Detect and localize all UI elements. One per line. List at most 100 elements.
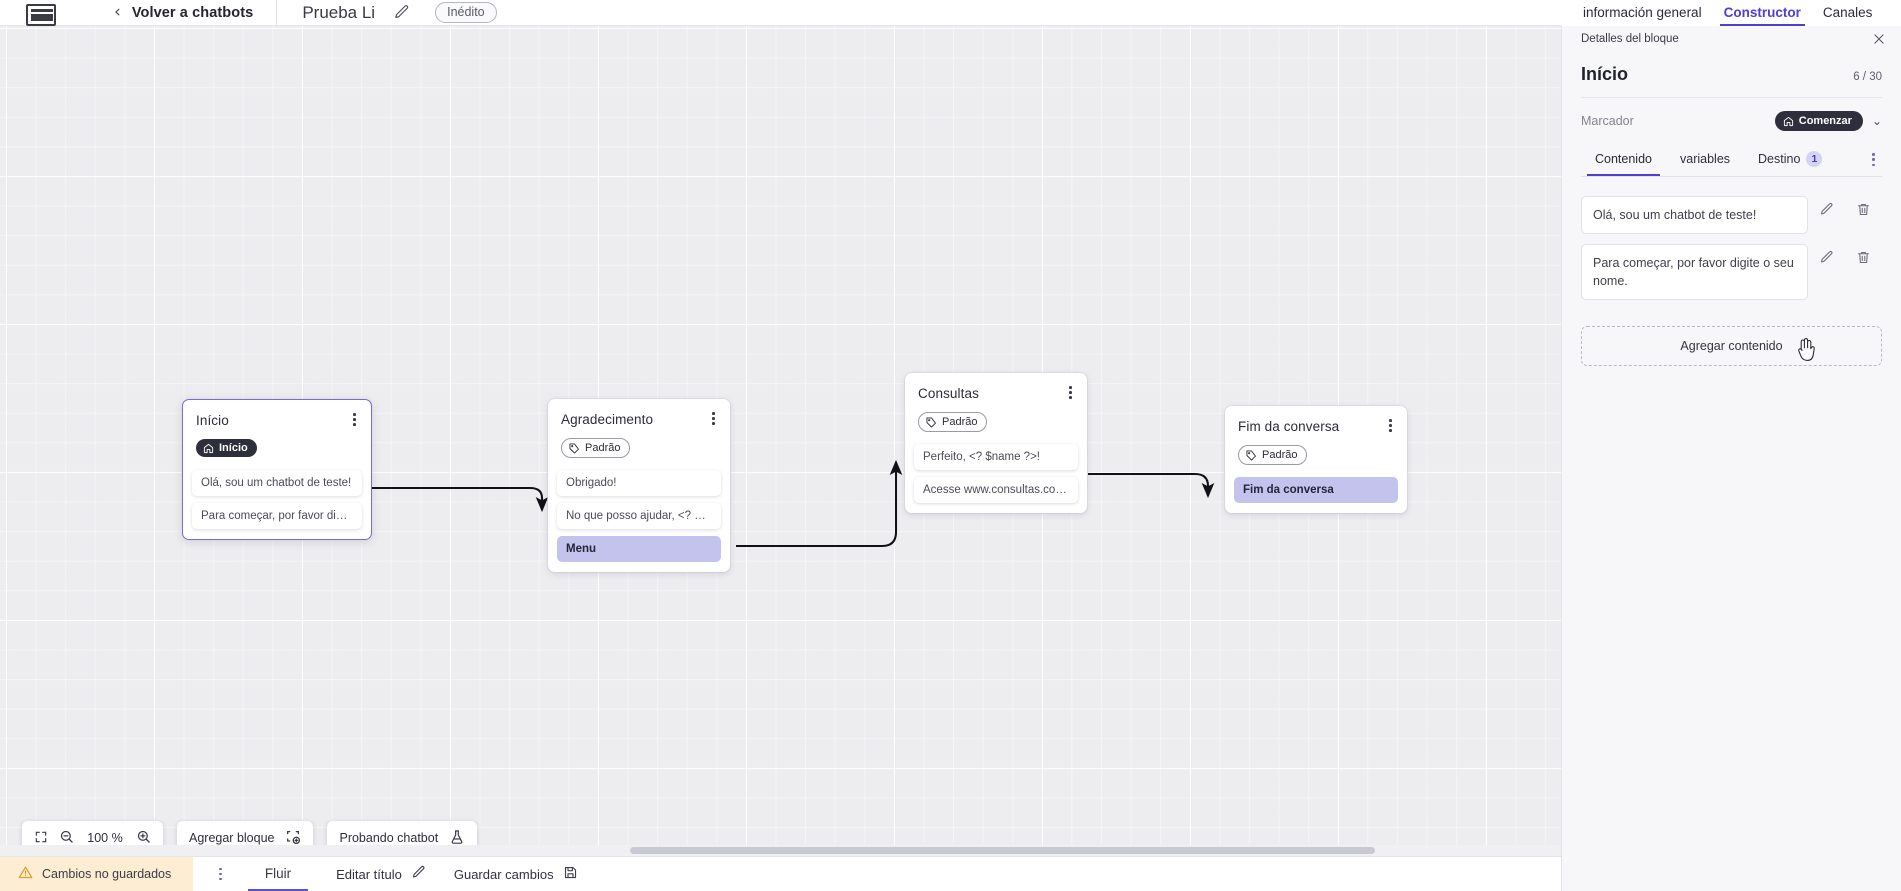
node-header: Consultas	[905, 373, 1087, 403]
tab-fluir[interactable]: Fluir	[247, 858, 309, 891]
canvas-hscroll-track[interactable]	[0, 845, 1561, 856]
node-tag-default: Padrão	[561, 438, 631, 458]
app-logo[interactable]	[24, 0, 58, 26]
content-item-actions	[1808, 196, 1882, 217]
home-icon	[1783, 116, 1793, 126]
panel-tabs-overflow-icon[interactable]	[1867, 150, 1880, 169]
block-name-row: Início 6 / 30	[1581, 52, 1882, 98]
delete-content-icon[interactable]	[1845, 202, 1882, 217]
node-messages: Olá, sou um chatbot de teste! Para começ…	[183, 469, 371, 539]
node-tag-label: Padrão	[1262, 449, 1298, 461]
zoom-out-icon[interactable]	[59, 829, 74, 847]
node-menu-icon[interactable]	[349, 411, 360, 428]
panel-tabs: Contenido variables Destino 1	[1581, 143, 1882, 177]
node-message[interactable]: Acesse www.consultas.com par...	[914, 476, 1078, 503]
node-message[interactable]: Obrigado!	[557, 469, 721, 496]
flow-node-agradecimento[interactable]: Agradecimento Padrão Obrigado! No que po…	[548, 399, 730, 572]
test-chatbot-label: Probando chatbot	[339, 831, 439, 845]
node-message-option[interactable]: Menu	[557, 535, 721, 562]
unsaved-changes-indicator: Cambios no guardados	[0, 856, 194, 891]
topbar-divider	[276, 0, 278, 26]
chevron-down-icon[interactable]: ⌄	[1871, 114, 1882, 128]
block-details-panel: Detalles del bloque Início 6 / 30 Marcad…	[1561, 26, 1901, 891]
panel-header-title: Detalles del bloque	[1581, 33, 1679, 45]
node-tag-row: Início	[183, 430, 371, 470]
tab-contenido-label: Contenido	[1595, 152, 1652, 166]
node-message[interactable]: Olá, sou um chatbot de teste!	[192, 469, 362, 496]
add-content-button[interactable]: Agregar contenido	[1581, 326, 1882, 367]
edit-title-pencil-icon[interactable]	[393, 4, 410, 21]
save-changes-label: Guardar cambios	[453, 866, 554, 882]
node-tag-label: Início	[219, 442, 248, 454]
save-changes-button[interactable]: Guardar cambios	[454, 865, 578, 883]
flow-node-consultas[interactable]: Consultas Padrão Perfeito, <? $name ?>! …	[905, 373, 1087, 513]
edit-content-icon[interactable]	[1808, 202, 1845, 217]
save-disk-icon	[563, 865, 578, 883]
canvas-hscroll-thumb[interactable]	[630, 847, 1375, 854]
tab-contenido[interactable]: Contenido	[1581, 144, 1666, 176]
node-header: Fim da conversa	[1225, 406, 1407, 436]
content-item-actions	[1808, 244, 1882, 265]
content-item-text[interactable]: Para começar, por favor digite o seu nom…	[1581, 244, 1808, 301]
node-tag-default: Padrão	[918, 412, 988, 432]
block-name: Início	[1581, 64, 1629, 84]
status-badge: Inédito	[435, 2, 497, 23]
node-menu-icon[interactable]	[1065, 384, 1076, 401]
block-count: 6 / 30	[1853, 71, 1882, 83]
edit-title-button[interactable]: Editar título	[336, 865, 426, 883]
flow-node-inicio[interactable]: Início Início Olá, sou um chatbot de tes…	[182, 399, 372, 540]
tab-variables[interactable]: variables	[1666, 144, 1744, 175]
bottom-bar: Cambios no guardados Fluir Editar título…	[0, 856, 1561, 891]
top-bar: ‹ Volver a chatbots Prueba Li Inédito	[0, 0, 1561, 26]
node-title: Consultas	[918, 386, 979, 401]
add-block-icon	[285, 829, 301, 848]
fit-screen-icon[interactable]	[34, 830, 48, 847]
tab-destino[interactable]: Destino 1	[1744, 143, 1836, 176]
tag-icon	[569, 442, 579, 454]
tag-icon	[1246, 449, 1256, 461]
node-tag-default: Padrão	[1238, 445, 1308, 465]
node-tag-label: Padrão	[585, 442, 621, 454]
node-title: Início	[196, 413, 229, 428]
marker-row: Marcador Comenzar ⌄	[1581, 98, 1882, 143]
marker-controls: Comenzar ⌄	[1774, 111, 1882, 131]
node-message-option[interactable]: Fim da conversa	[1234, 476, 1398, 503]
add-block-label: Agregar bloque	[189, 831, 275, 845]
tab-destino-badge: 1	[1806, 151, 1823, 167]
tab-canales[interactable]: Canales	[1822, 5, 1873, 20]
delete-content-icon[interactable]	[1845, 250, 1882, 265]
tab-variables-label: variables	[1680, 152, 1731, 166]
pencil-icon	[411, 865, 426, 883]
node-title: Agradecimento	[561, 412, 654, 427]
node-messages: Obrigado! No que posso ajudar, <? $name …	[548, 469, 730, 572]
content-item: Para começar, por favor digite o seu nom…	[1581, 244, 1882, 301]
marker-label: Marcador	[1581, 114, 1634, 128]
node-tag-row: Padrão	[905, 403, 1087, 444]
flow-canvas[interactable]: Início Início Olá, sou um chatbot de tes…	[0, 26, 1561, 856]
node-menu-icon[interactable]	[1385, 417, 1396, 434]
marker-chip-comenzar[interactable]: Comenzar	[1774, 111, 1863, 131]
node-message[interactable]: No que posso ajudar, <? $name ...	[557, 502, 721, 529]
node-message[interactable]: Para começar, por favor digite o ...	[192, 502, 362, 529]
node-menu-icon[interactable]	[708, 410, 719, 427]
unsaved-changes-label: Cambios no guardados	[42, 867, 172, 881]
home-icon	[203, 443, 214, 453]
node-header: Agradecimento	[548, 399, 730, 429]
back-chevron-icon[interactable]: ‹	[114, 2, 121, 22]
panel-body: Início 6 / 30 Marcador Comenzar ⌄ Conten…	[1562, 52, 1901, 367]
content-item-text[interactable]: Olá, sou um chatbot de teste!	[1581, 196, 1808, 235]
flow-node-fim-da-conversa[interactable]: Fim da conversa Padrão Fim da conversa	[1225, 406, 1407, 513]
tab-informacion-general[interactable]: información general	[1583, 5, 1702, 20]
close-icon[interactable]	[1872, 32, 1886, 46]
zoom-in-icon[interactable]	[136, 829, 151, 847]
bottom-overflow-menu-icon[interactable]	[215, 864, 226, 885]
tab-constructor[interactable]: Constructor	[1713, 5, 1812, 26]
node-tag-row: Padrão	[548, 429, 730, 470]
node-messages: Fim da conversa	[1225, 476, 1407, 513]
via-logo-icon	[26, 3, 56, 26]
warning-triangle-icon	[18, 865, 33, 883]
back-to-chatbots-link[interactable]: Volver a chatbots	[131, 4, 254, 21]
edit-content-icon[interactable]	[1808, 250, 1845, 265]
node-messages: Perfeito, <? $name ?>! Acesse www.consul…	[905, 443, 1087, 513]
node-message[interactable]: Perfeito, <? $name ?>!	[914, 443, 1078, 470]
